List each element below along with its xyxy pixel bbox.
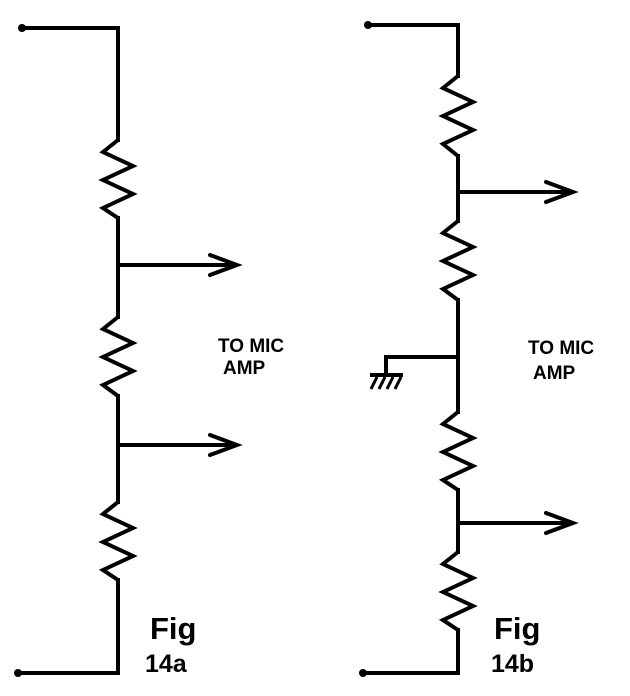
figure-14b-circuit [359, 21, 579, 677]
figure-number-14a: 14a [145, 650, 187, 678]
label-to-mic-14a: TO MIC [218, 336, 285, 357]
output-arrow-1-14a [116, 253, 243, 277]
wire-bottom-14b [361, 628, 460, 675]
label-amp-14b: AMP [533, 363, 576, 384]
figure-number-14b: 14b [491, 650, 535, 678]
figure-title-14b: Fig [494, 611, 541, 646]
resistor-3-14a [98, 500, 138, 582]
label-amp-14a: AMP [223, 358, 266, 379]
ground-lead-14b [384, 355, 460, 375]
label-to-mic-14b: TO MIC [528, 338, 595, 359]
resistor-3-14b [438, 410, 478, 492]
resistor-1-14a [98, 138, 138, 220]
wire-top-14b [366, 23, 460, 78]
figure-title-14a: Fig [150, 611, 197, 646]
resistor-2-14b [438, 219, 478, 302]
output-arrow-2-14a [116, 433, 243, 457]
resistor-4-14b [438, 550, 478, 632]
output-arrow-1-14b [456, 180, 579, 204]
figure-14a-circuit [14, 24, 243, 677]
ground-icon [369, 373, 403, 390]
resistor-1-14b [438, 74, 478, 158]
resistor-2-14a [98, 315, 138, 398]
wire-bottom-14a [16, 578, 120, 675]
wire-top-14a [20, 26, 120, 142]
output-arrow-2-14b [456, 511, 579, 535]
